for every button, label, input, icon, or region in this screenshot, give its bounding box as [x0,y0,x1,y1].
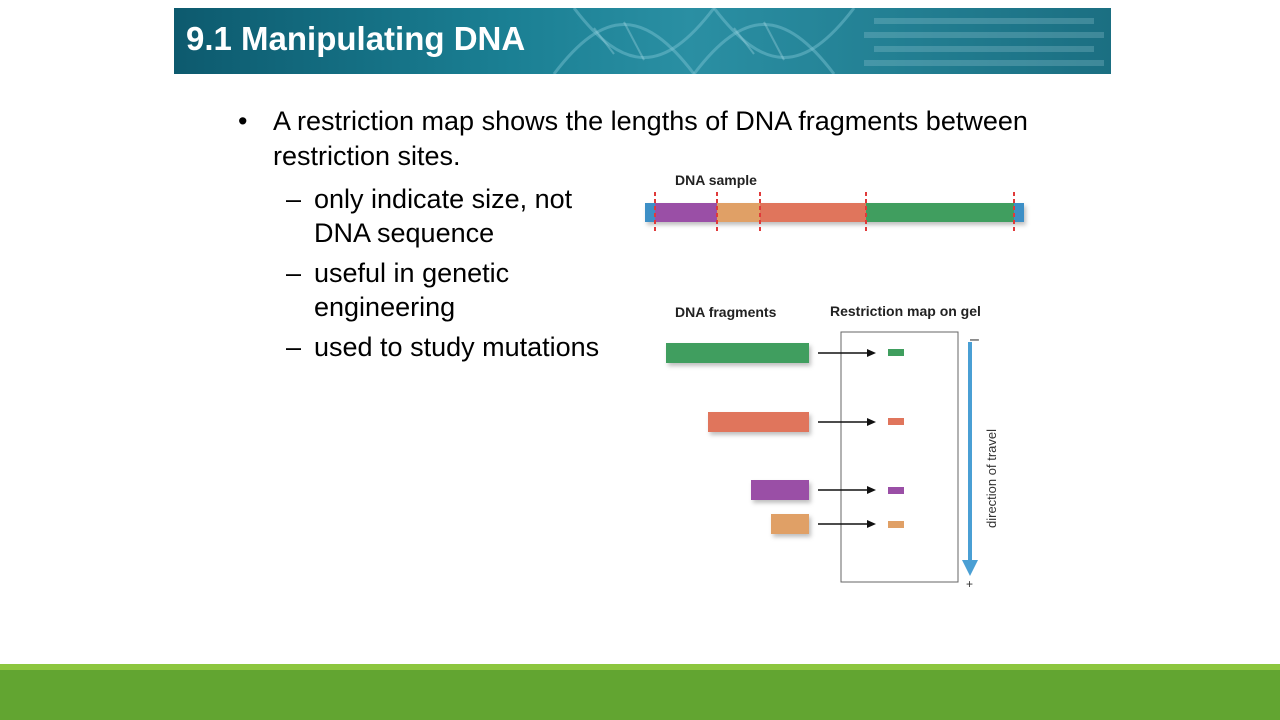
title-banner: 9.1 Manipulating DNA [174,8,1111,74]
dna-end-cap [1014,203,1024,222]
direction-arrow-head [962,560,978,576]
sub-bullet-text: used to study mutations [314,332,600,362]
dna-end-cap [645,203,655,222]
fragment-bars [666,343,809,534]
positive-terminal: + [966,577,973,590]
sub-bullet-text: useful in genetic engineering [314,258,510,322]
dna-sample-strand [645,203,1024,222]
arrow-head [867,349,876,357]
gel-band-purple [888,487,904,494]
dna-segment-orange [717,203,760,222]
dna-sample-label: DNA sample [675,172,757,188]
gel-box [840,331,959,583]
gel-band-green [888,349,904,356]
sub-bullet-dash: – [286,332,302,362]
bullet-list: • A restriction map shows the lengths of… [238,104,1028,370]
gel-label: Restriction map on gel [830,303,981,319]
dna-helix-decoration [552,8,1104,74]
arrow-head [867,418,876,426]
arrow-head [867,486,876,494]
sub-bullet: – useful in genetic engineering [286,256,624,324]
main-bullet-text: A restriction map shows the lengths of D… [273,106,1028,171]
negative-terminal: – [970,331,979,348]
main-bullet: • A restriction map shows the lengths of… [238,104,1028,174]
dna-fragments-label: DNA fragments [675,304,777,320]
dna-segment-purple [655,203,717,222]
sub-bullet-text: only indicate size, not DNA sequence [314,184,573,248]
restriction-sites [654,192,1015,234]
fragment-green [666,343,809,363]
sub-bullet-dash: – [286,258,302,288]
gel-band-salmon [888,418,904,425]
fragment-orange [771,514,809,534]
fragment-arrows [818,349,876,528]
dna-segment-salmon [760,203,866,222]
bullet-dot: • [238,106,248,136]
sub-bullet: – only indicate size, not DNA sequence [286,182,624,250]
fragment-purple [751,480,809,500]
restriction-map-diagram: DNA sample DNA fragments Restriction map… [645,172,1024,590]
dna-segment-green [866,203,1014,222]
direction-label: direction of travel [984,429,999,528]
sub-bullet: – used to study mutations [286,330,624,364]
sub-bullet-dash: – [286,184,302,214]
footer-accent-line [0,664,1280,670]
arrow-head [867,520,876,528]
gel-band-orange [888,521,904,528]
fragment-salmon [708,412,809,432]
sub-bullet-list: – only indicate size, not DNA sequence –… [286,182,1028,364]
footer-bar [0,670,1280,720]
slide-title: 9.1 Manipulating DNA [186,20,526,57]
